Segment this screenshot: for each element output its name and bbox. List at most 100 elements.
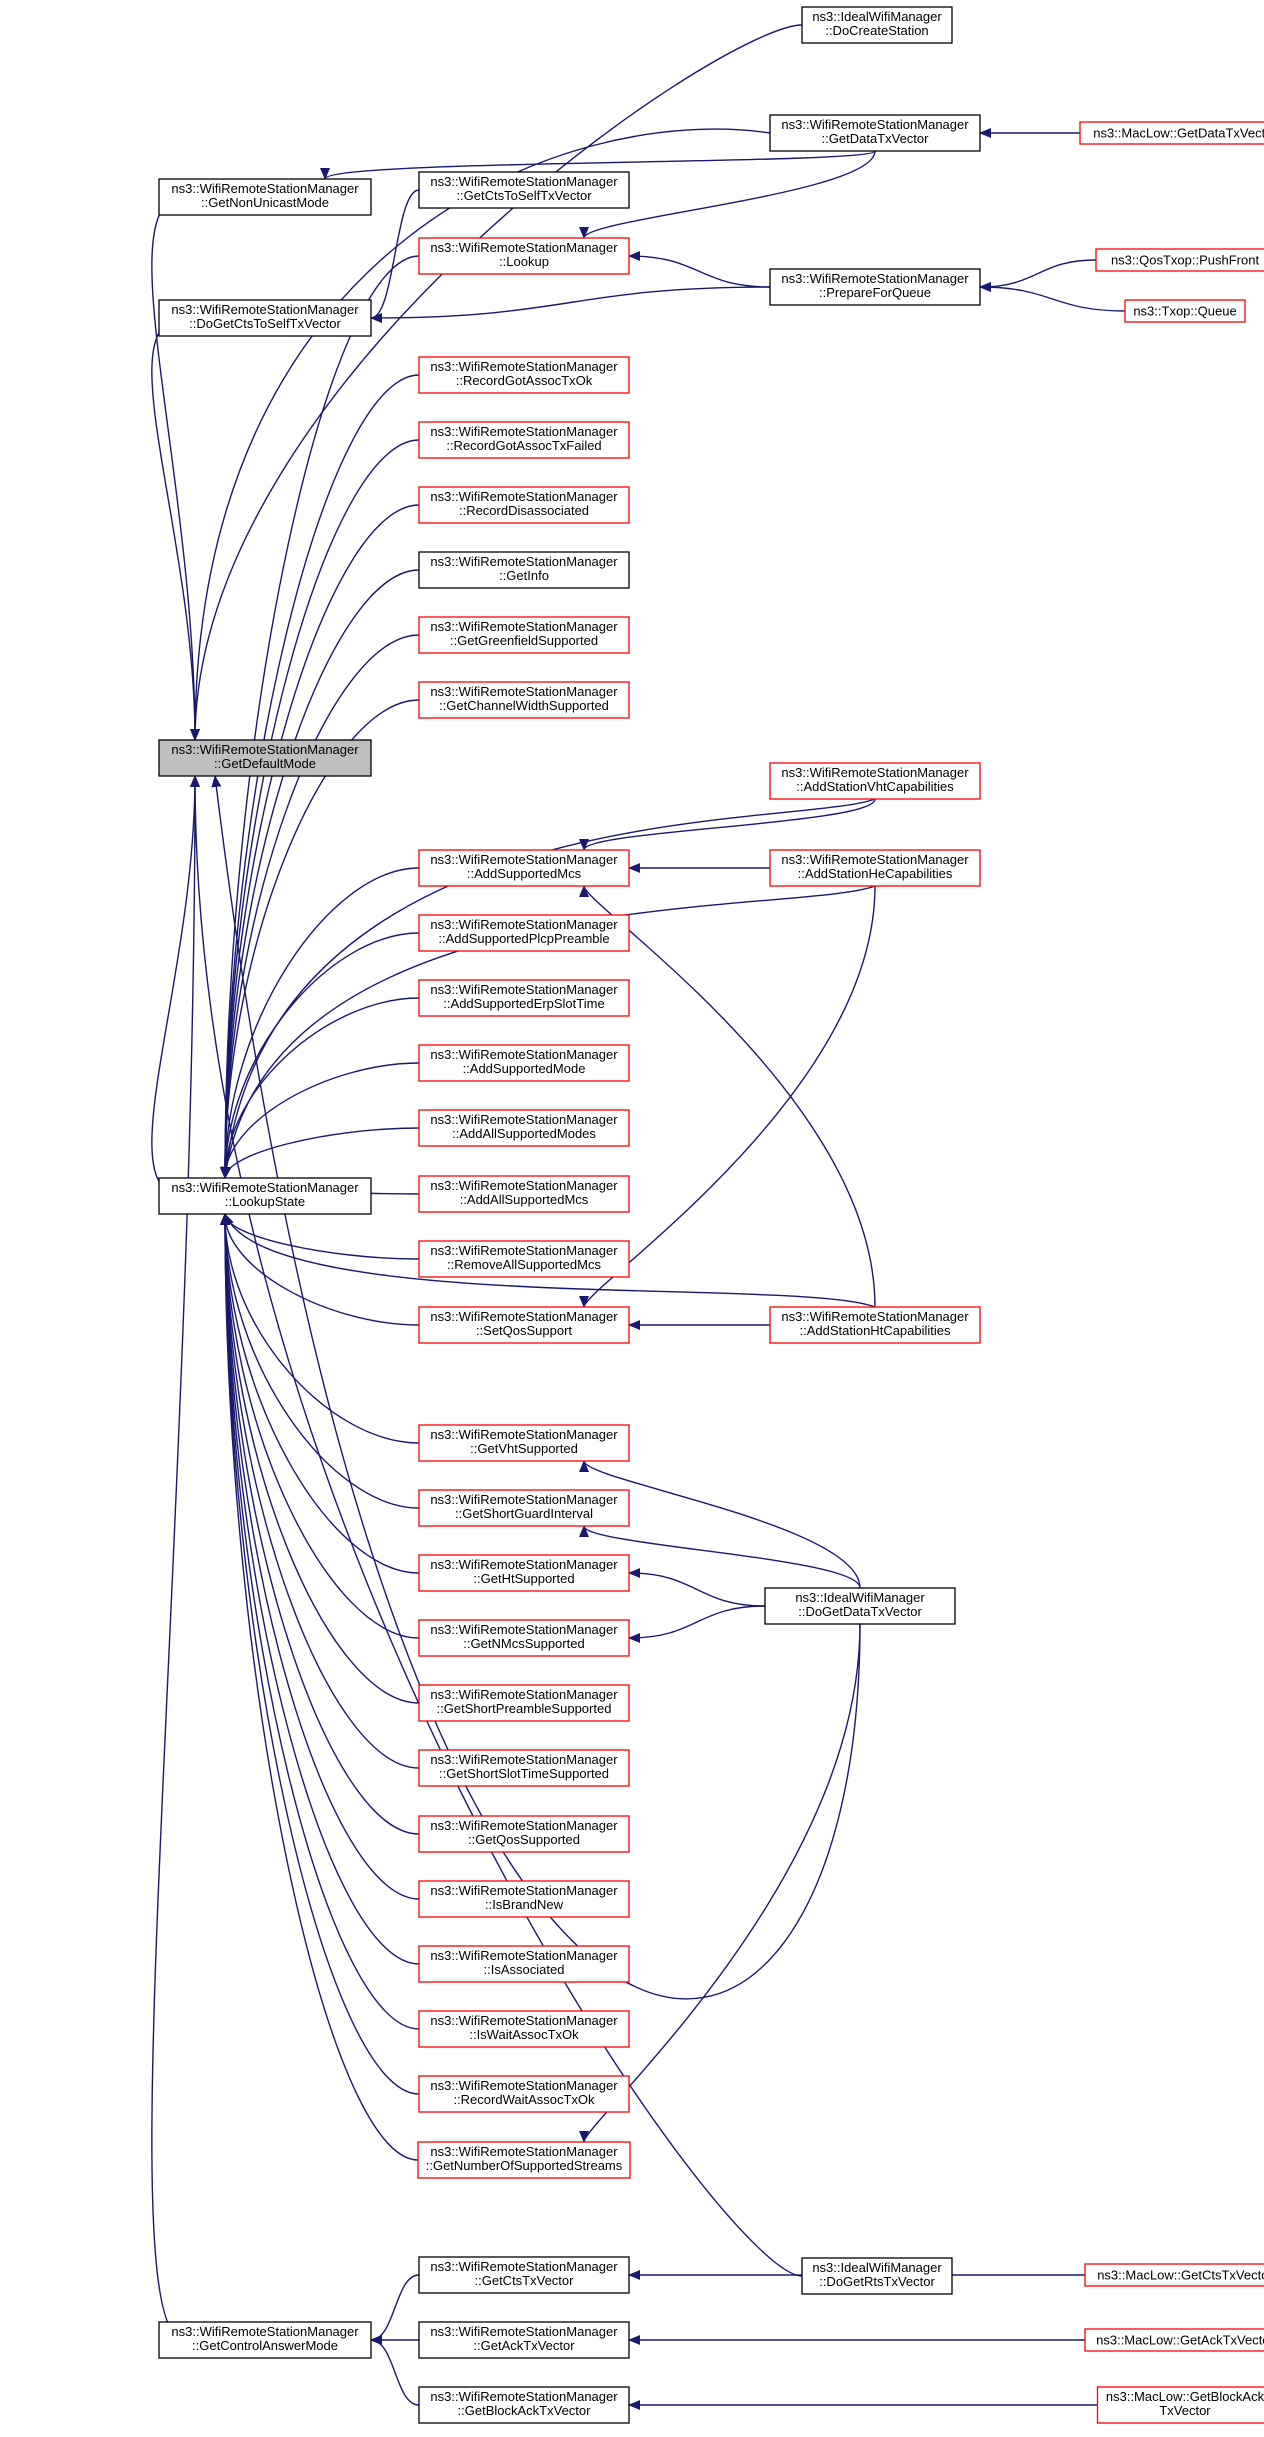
node-addsupportedplcppreamble[interactable]: ns3::WifiRemoteStationManager::AddSuppor… xyxy=(418,914,630,952)
node-getinfo[interactable]: ns3::WifiRemoteStationManager::GetInfo xyxy=(418,551,630,589)
node-recordwaitassoctxok[interactable]: ns3::WifiRemoteStationManager::RecordWai… xyxy=(418,2075,630,2113)
edge-getnmcssupported-to-lookupstate xyxy=(220,1213,420,1639)
node-getshortslottimesupported[interactable]: ns3::WifiRemoteStationManager::GetShortS… xyxy=(418,1749,630,1787)
node-box xyxy=(769,849,981,887)
node-getblockacktxvector[interactable]: ns3::WifiRemoteStationManager::GetBlockA… xyxy=(418,2386,630,2424)
node-box xyxy=(764,1587,956,1625)
node-gethtsupported[interactable]: ns3::WifiRemoteStationManager::GetHtSupp… xyxy=(418,1554,630,1592)
node-getnumberofsupportedstreams[interactable]: ns3::WifiRemoteStationManager::GetNumber… xyxy=(417,2141,631,2179)
node-maclow-getdatatxvector[interactable]: ns3::MacLow::GetDataTxVector xyxy=(1079,121,1264,145)
node-getcontrolanswermode[interactable]: ns3::WifiRemoteStationManager::GetContro… xyxy=(158,2321,372,2359)
node-maclow-getctstxvector[interactable]: ns3::MacLow::GetCtsTxVector xyxy=(1084,2263,1264,2287)
node-box xyxy=(418,1749,630,1787)
node-label-line: ::GetInfo xyxy=(499,568,549,583)
node-label-line: ns3::WifiRemoteStationManager xyxy=(430,684,618,699)
node-getacktxvector[interactable]: ns3::WifiRemoteStationManager::GetAckTxV… xyxy=(418,2321,630,2359)
edge-addstationhtcapabilities-to-lookupstate xyxy=(224,1213,876,1308)
node-addallsupportedmcs[interactable]: ns3::WifiRemoteStationManager::AddAllSup… xyxy=(418,1175,630,1213)
node-label-line: ns3::MacLow::GetAckTxVector xyxy=(1096,2333,1264,2348)
node-label-line: ::GetShortGuardInterval xyxy=(455,1506,593,1521)
node-addsupportedmode[interactable]: ns3::WifiRemoteStationManager::AddSuppor… xyxy=(418,1044,630,1082)
node-txop-queue[interactable]: ns3::Txop::Queue xyxy=(1124,299,1246,323)
edge-setqossupport-to-lookupstate xyxy=(220,1213,420,1326)
node-label-line: ::GetBlockAckTxVector xyxy=(458,2403,592,2418)
node-box xyxy=(769,762,981,800)
node-getqossupported[interactable]: ns3::WifiRemoteStationManager::GetQosSup… xyxy=(418,1815,630,1853)
node-prepareforqueue[interactable]: ns3::WifiRemoteStationManager::PrepareFo… xyxy=(769,268,981,306)
node-label-line: ns3::Txop::Queue xyxy=(1133,304,1236,319)
node-addstationvhtcapabilities[interactable]: ns3::WifiRemoteStationManager::AddStatio… xyxy=(769,762,981,800)
node-box xyxy=(418,421,630,459)
node-addsupportedmcs[interactable]: ns3::WifiRemoteStationManager::AddSuppor… xyxy=(418,849,630,887)
node-maclow-getblockacktxvector[interactable]: ns3::MacLow::GetBlockAckTxVector xyxy=(1096,2386,1264,2424)
node-recorddisassociated[interactable]: ns3::WifiRemoteStationManager::RecordDis… xyxy=(418,486,630,524)
node-getshortpreamblesupported[interactable]: ns3::WifiRemoteStationManager::GetShortP… xyxy=(418,1684,630,1722)
node-iswaitassoctxok[interactable]: ns3::WifiRemoteStationManager::IsWaitAss… xyxy=(418,2010,630,2048)
node-box xyxy=(418,681,630,719)
edge-getinfo-to-lookupstate xyxy=(220,569,420,1179)
node-getctstoselftxvector[interactable]: ns3::WifiRemoteStationManager::GetCtsToS… xyxy=(418,171,630,209)
node-label-line: ::AddSupportedPlcpPreamble xyxy=(438,931,609,946)
edge-addsupportedmcs-to-lookupstate xyxy=(220,867,420,1179)
node-label-line: ::DoCreateStation xyxy=(825,23,928,38)
node-label-line: ns3::WifiRemoteStationManager xyxy=(781,852,969,867)
node-lookup[interactable]: ns3::WifiRemoteStationManager::Lookup xyxy=(418,237,630,275)
node-box xyxy=(158,1177,372,1215)
node-getchannelwidthsupported[interactable]: ns3::WifiRemoteStationManager::GetChanne… xyxy=(418,681,630,719)
node-ideal-dogetrtstxvector[interactable]: ns3::IdealWifiManager::DoGetRtsTxVector xyxy=(801,2257,953,2295)
node-label-line: ::SetQosSupport xyxy=(476,1323,572,1338)
edge-lookup-to-lookupstate xyxy=(220,255,420,1179)
node-qostxop-pushfront[interactable]: ns3::QosTxop::PushFront xyxy=(1095,248,1264,272)
node-setqossupport[interactable]: ns3::WifiRemoteStationManager::SetQosSup… xyxy=(418,1306,630,1344)
node-ideal-docreatestation[interactable]: ns3::IdealWifiManager::DoCreateStation xyxy=(801,6,953,44)
node-box xyxy=(418,2256,630,2294)
edge-addstationvhtcapabilities-to-addsupportedmcs xyxy=(579,798,876,851)
node-label-line: ::AddSupportedErpSlotTime xyxy=(443,996,604,1011)
node-dogetctstoselftxvector[interactable]: ns3::WifiRemoteStationManager::DoGetCtsT… xyxy=(158,299,372,337)
node-label-line: ns3::WifiRemoteStationManager xyxy=(430,359,618,374)
node-getvhtsupported[interactable]: ns3::WifiRemoteStationManager::GetVhtSup… xyxy=(418,1424,630,1462)
node-maclow-getacktxvector[interactable]: ns3::MacLow::GetAckTxVector xyxy=(1084,2328,1264,2352)
node-isassociated[interactable]: ns3::WifiRemoteStationManager::IsAssocia… xyxy=(418,1945,630,1983)
node-label-line: ::AddSupportedMode xyxy=(463,1061,586,1076)
node-getnonunicastmode[interactable]: ns3::WifiRemoteStationManager::GetNonUni… xyxy=(158,178,372,216)
node-label-line: ns3::WifiRemoteStationManager xyxy=(430,619,618,634)
node-label-line: ns3::WifiRemoteStationManager xyxy=(430,424,618,439)
node-addstationhecapabilities[interactable]: ns3::WifiRemoteStationManager::AddStatio… xyxy=(769,849,981,887)
node-getdatatxvector[interactable]: ns3::WifiRemoteStationManager::GetDataTx… xyxy=(769,114,981,152)
node-getnmcssupported[interactable]: ns3::WifiRemoteStationManager::GetNMcsSu… xyxy=(418,1619,630,1657)
node-label-line: ns3::WifiRemoteStationManager xyxy=(430,1557,618,1572)
node-getgreenfieldsupported[interactable]: ns3::WifiRemoteStationManager::GetGreenf… xyxy=(418,616,630,654)
node-box xyxy=(418,2386,630,2424)
node-addstationhtcapabilities[interactable]: ns3::WifiRemoteStationManager::AddStatio… xyxy=(769,1306,981,1344)
node-box xyxy=(418,1240,630,1278)
node-ideal-dogetdatatxvector[interactable]: ns3::IdealWifiManager::DoGetDataTxVector xyxy=(764,1587,956,1625)
node-getshortguardinterval[interactable]: ns3::WifiRemoteStationManager::GetShortG… xyxy=(418,1489,630,1527)
nodes-layer: ns3::WifiRemoteStationManager::GetDefaul… xyxy=(158,6,1264,2424)
node-addallsupportedmodes[interactable]: ns3::WifiRemoteStationManager::AddAllSup… xyxy=(418,1109,630,1147)
edge-getshortslottimesupported-to-lookupstate xyxy=(220,1213,420,1769)
node-label-line: ns3::WifiRemoteStationManager xyxy=(430,1243,618,1258)
node-isbrandnew[interactable]: ns3::WifiRemoteStationManager::IsBrandNe… xyxy=(418,1880,630,1918)
node-addsupportederpslottime[interactable]: ns3::WifiRemoteStationManager::AddSuppor… xyxy=(418,979,630,1017)
node-box xyxy=(418,1554,630,1592)
edge-addstationhtcapabilities-to-addsupportedmcs xyxy=(579,885,876,1308)
node-lookupstate[interactable]: ns3::WifiRemoteStationManager::LookupSta… xyxy=(158,1177,372,1215)
node-getctstxvector[interactable]: ns3::WifiRemoteStationManager::GetCtsTxV… xyxy=(418,2256,630,2294)
node-label-line: ::RecordGotAssocTxFailed xyxy=(446,438,601,453)
node-box xyxy=(418,1424,630,1462)
node-box xyxy=(418,171,630,209)
node-label-line: ::AddSupportedMcs xyxy=(467,866,582,881)
node-removeallsupportedmcs[interactable]: ns3::WifiRemoteStationManager::RemoveAll… xyxy=(418,1240,630,1278)
node-recordgotassoctxok[interactable]: ns3::WifiRemoteStationManager::RecordGot… xyxy=(418,356,630,394)
node-box xyxy=(158,299,372,337)
node-label-line: ::RecordDisassociated xyxy=(459,503,589,518)
node-box xyxy=(158,739,372,777)
node-recordgotassoctxfailed[interactable]: ns3::WifiRemoteStationManager::RecordGot… xyxy=(418,421,630,459)
node-label-line: ns3::WifiRemoteStationManager xyxy=(430,1309,618,1324)
node-box xyxy=(801,6,953,44)
node-label-line: ::IsWaitAssocTxOk xyxy=(469,2027,579,2042)
node-box xyxy=(418,1175,630,1213)
node-label-line: ns3::WifiRemoteStationManager xyxy=(430,917,618,932)
